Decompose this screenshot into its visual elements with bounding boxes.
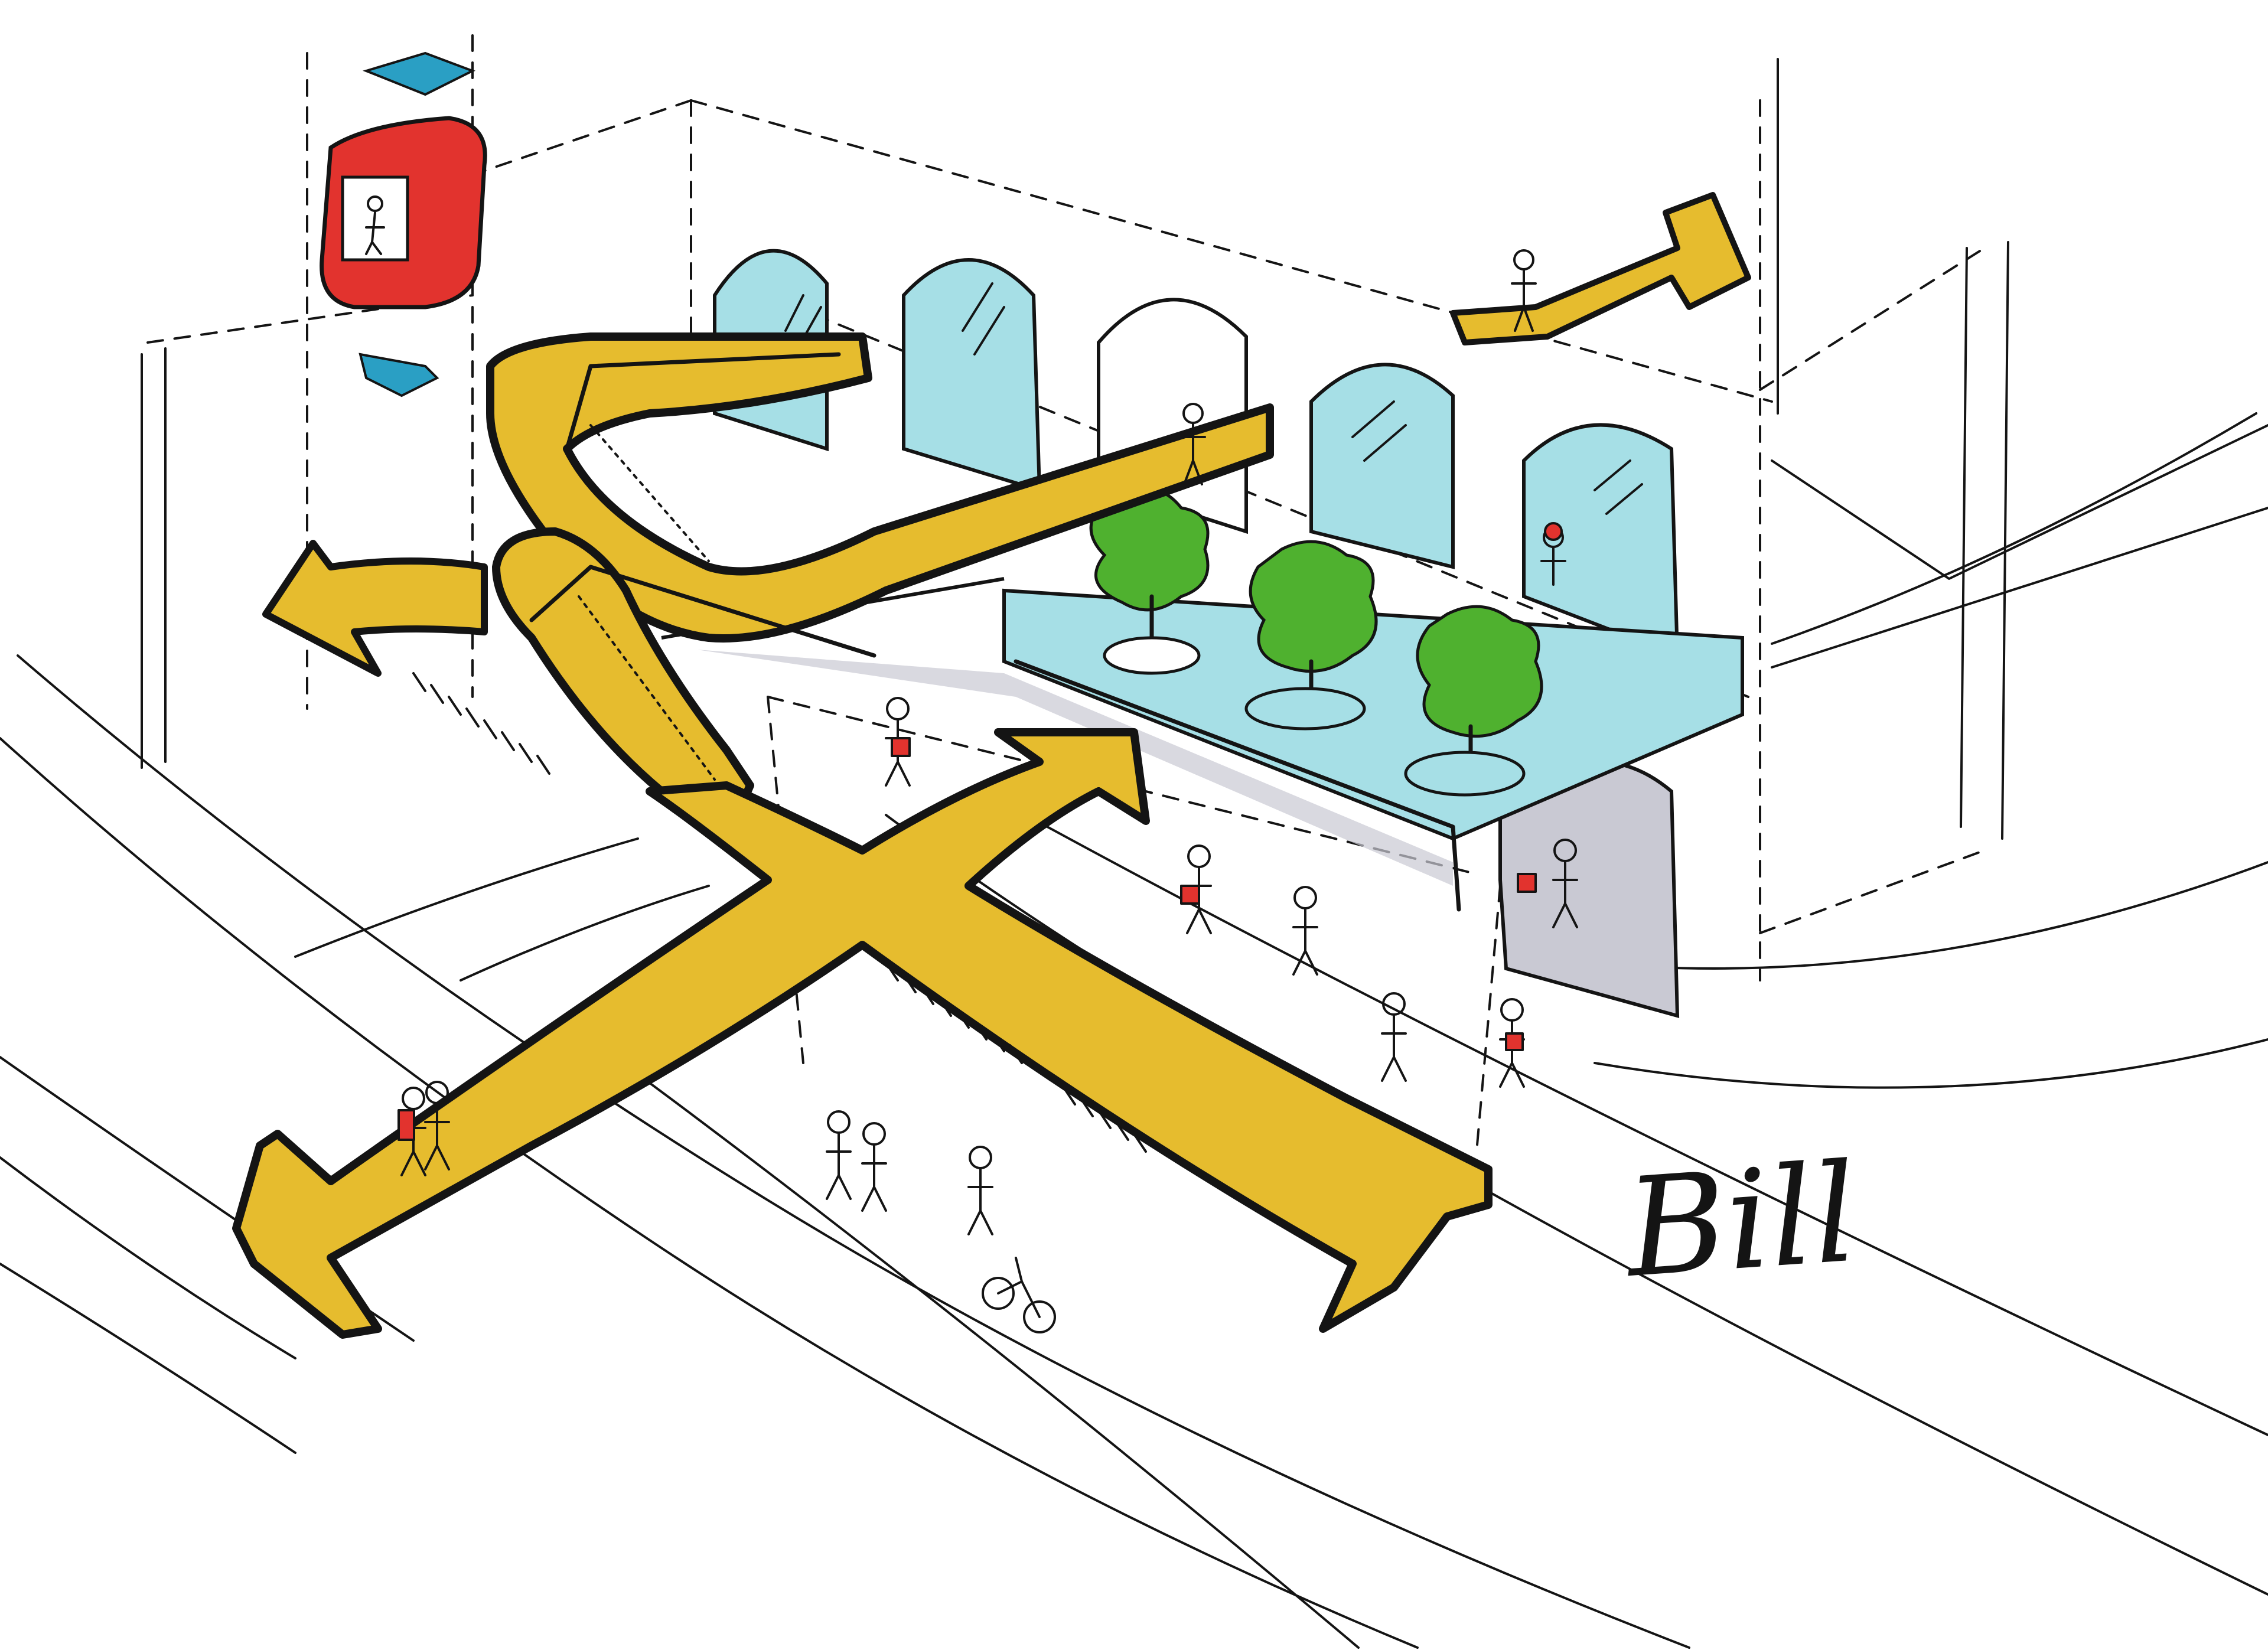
person-figure xyxy=(826,1110,852,1200)
arrow-upper-right xyxy=(1450,192,1751,345)
person-figure xyxy=(885,697,911,787)
person-figure xyxy=(1511,249,1537,332)
person-figure xyxy=(1381,992,1407,1082)
movement-arrows xyxy=(232,192,1751,1339)
arrow-down-icon xyxy=(359,353,439,397)
tree-1 xyxy=(1089,488,1210,675)
person-figure xyxy=(1540,522,1566,586)
escalator-lower xyxy=(492,527,754,831)
person-figure xyxy=(1499,998,1525,1088)
trees xyxy=(1089,488,1543,797)
arrow-left xyxy=(262,540,488,677)
person-figure xyxy=(1517,839,1578,928)
bicycle-icon xyxy=(982,1257,1056,1333)
arrow-cross xyxy=(232,728,1493,1339)
person-figure xyxy=(967,1146,993,1235)
signature: Bill xyxy=(1619,1134,1862,1308)
person-figure xyxy=(424,1081,450,1170)
people xyxy=(397,249,1578,1333)
arched-window-5 xyxy=(1522,423,1680,658)
ground-plane-lines xyxy=(0,412,2268,1649)
person-figure xyxy=(1180,403,1206,485)
person-figure xyxy=(861,1122,887,1212)
person-figure xyxy=(1180,844,1212,934)
arrow-up-icon xyxy=(362,51,475,96)
hatching xyxy=(412,672,1147,1153)
person-figure xyxy=(397,1087,426,1176)
arched-window-2 xyxy=(902,258,1042,493)
arched-window-4 xyxy=(1309,363,1455,569)
tree-2 xyxy=(1244,540,1378,731)
escalators xyxy=(486,332,1274,831)
person-figure xyxy=(1292,886,1318,976)
lift-sign xyxy=(320,51,487,397)
tree-3 xyxy=(1404,605,1543,797)
